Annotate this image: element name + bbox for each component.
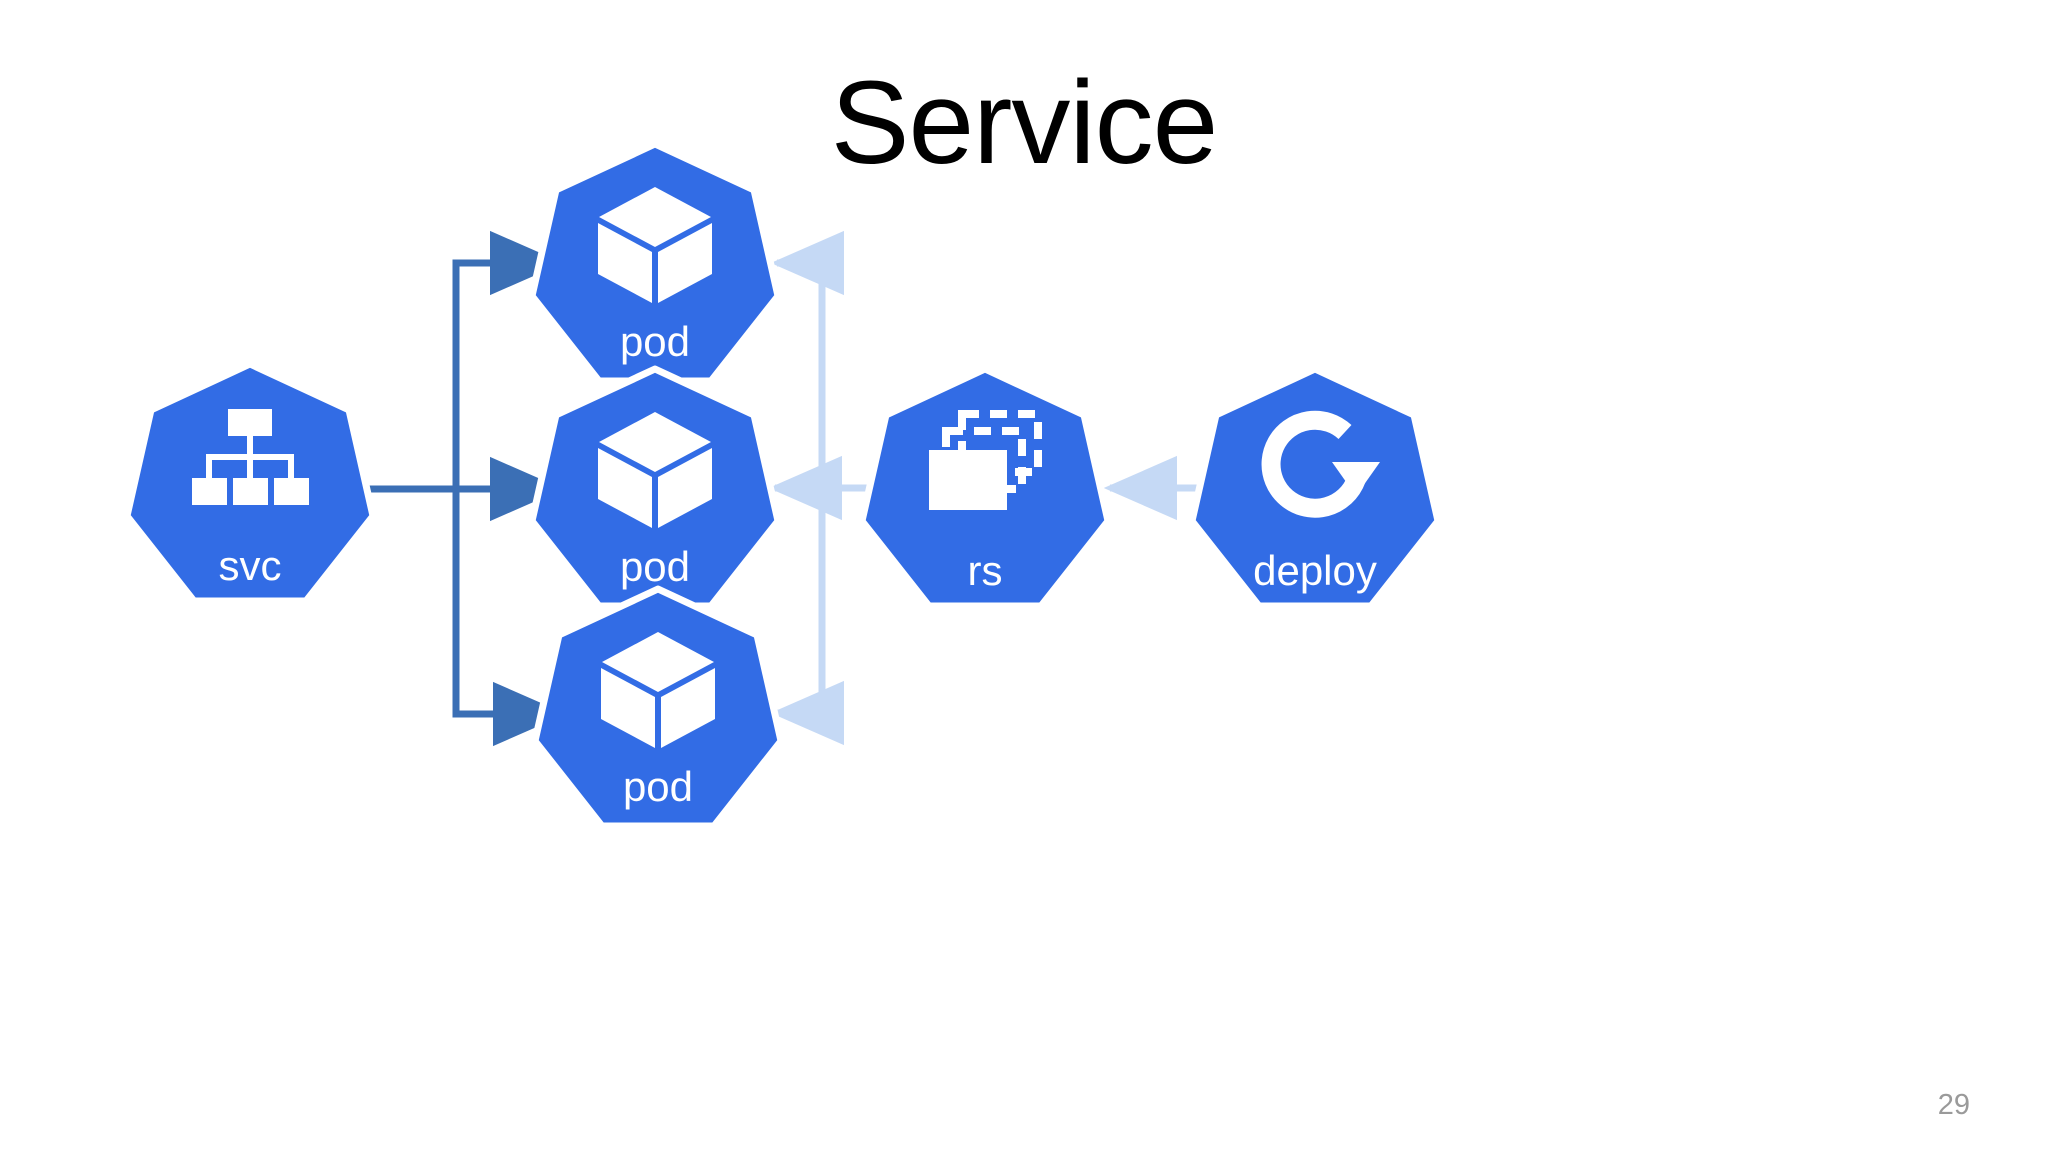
node-label-pod-1: pod (619, 318, 691, 365)
deployment-rotate-arrow-icon (1261, 410, 1380, 518)
node-pod-1[interactable]: pod (525, 135, 785, 395)
node-label-rs: rs (967, 547, 1003, 594)
node-label-pod-2: pod (619, 543, 691, 590)
service-hierarchy-icon (192, 409, 309, 505)
node-pod-3[interactable]: pod (528, 580, 788, 840)
connector-rs-to-pod-3 (770, 488, 845, 746)
page-title: Service (830, 57, 1218, 189)
pod-cube-icon (601, 632, 715, 748)
heptagon-shape (531, 585, 785, 830)
node-svc[interactable]: svc (120, 355, 380, 615)
node-label-deploy: deploy (1253, 547, 1377, 594)
connector-rs-to-pod-1 (770, 230, 845, 488)
pod-cube-icon (598, 412, 712, 528)
node-label-pod-3: pod (622, 763, 694, 810)
heptagon-shape (1188, 365, 1442, 610)
replicaset-stack-icon (929, 410, 1042, 510)
pod-cube-icon (598, 187, 712, 303)
node-deploy[interactable]: deploy (1185, 360, 1445, 620)
node-label-svc: svc (218, 542, 282, 589)
page-number: 29 (1937, 1089, 1970, 1121)
node-rs[interactable]: rs (855, 360, 1115, 620)
